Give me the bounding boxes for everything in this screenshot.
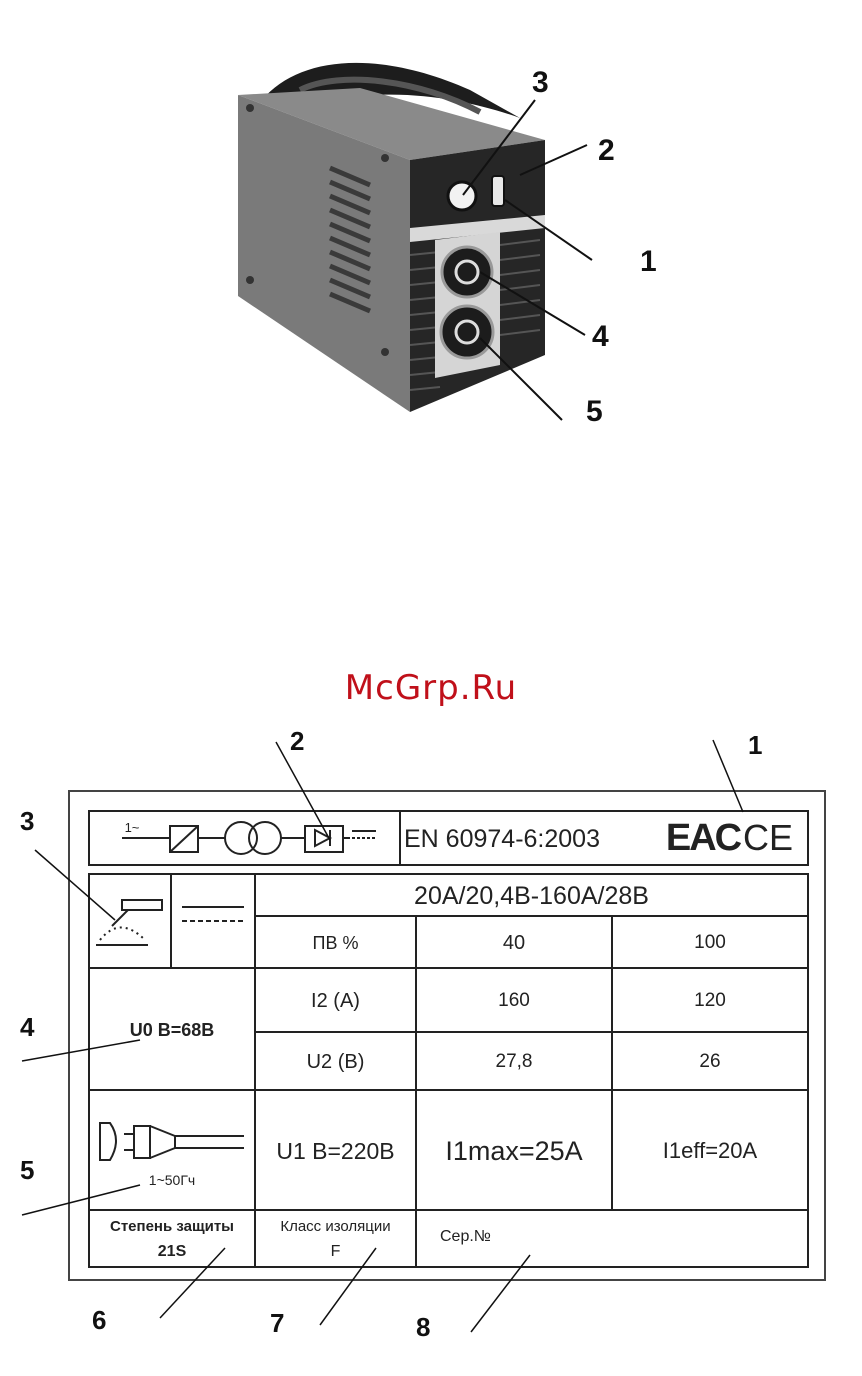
- u2-value-2: 26: [612, 1034, 808, 1090]
- plate-callout-7: 7: [270, 1308, 284, 1339]
- circuit-schematic-icon: [122, 822, 376, 854]
- plate-callout-1: 1: [748, 730, 762, 761]
- i2-value-1: 160: [416, 970, 612, 1032]
- dc-output-icon: [182, 907, 244, 921]
- plate-callout-3: 3: [20, 806, 34, 837]
- plate-callout-8: 8: [416, 1312, 430, 1343]
- duty-cycle-value-1: 40: [416, 918, 612, 968]
- standard-number: EN 60974-6:2003: [404, 816, 644, 862]
- current-range: 20А/20,4В-160А/28В: [255, 876, 808, 916]
- open-circuit-voltage: U0 В=68В: [89, 970, 255, 1090]
- plate-callout-5: 5: [20, 1155, 34, 1186]
- ce-mark: CE: [738, 814, 798, 862]
- i2-value-2: 120: [612, 970, 808, 1032]
- duty-cycle-label: ПВ %: [255, 918, 416, 968]
- mma-welding-icon: [96, 900, 162, 945]
- i2-label: I2 (А): [255, 970, 416, 1032]
- protection-class-label: Степень защиты: [89, 1212, 255, 1240]
- effective-input-current: I1eff=20A: [612, 1092, 808, 1210]
- insulation-class-label: Класс изоляции: [255, 1212, 416, 1240]
- u2-value-1: 27,8: [416, 1034, 612, 1090]
- supply-voltage: U1 В=220В: [255, 1092, 416, 1210]
- eac-mark: EAC: [668, 814, 738, 862]
- duty-cycle-value-2: 100: [612, 918, 808, 968]
- protection-class-value: 21S: [89, 1238, 255, 1265]
- mains-plug-icon: [100, 1123, 244, 1160]
- mains-frequency: 1~50Гч: [92, 1166, 252, 1194]
- plate-callout-6: 6: [92, 1305, 106, 1336]
- plate-callout-4: 4: [20, 1012, 34, 1043]
- schematic-input-label: 1~: [117, 818, 147, 836]
- insulation-class-value: F: [255, 1238, 416, 1265]
- serial-number-label: Сер.№: [440, 1222, 560, 1252]
- plate-callout-2: 2: [290, 726, 304, 757]
- u2-label: U2 (В): [255, 1034, 416, 1090]
- max-input-current: I1max=25A: [416, 1092, 612, 1210]
